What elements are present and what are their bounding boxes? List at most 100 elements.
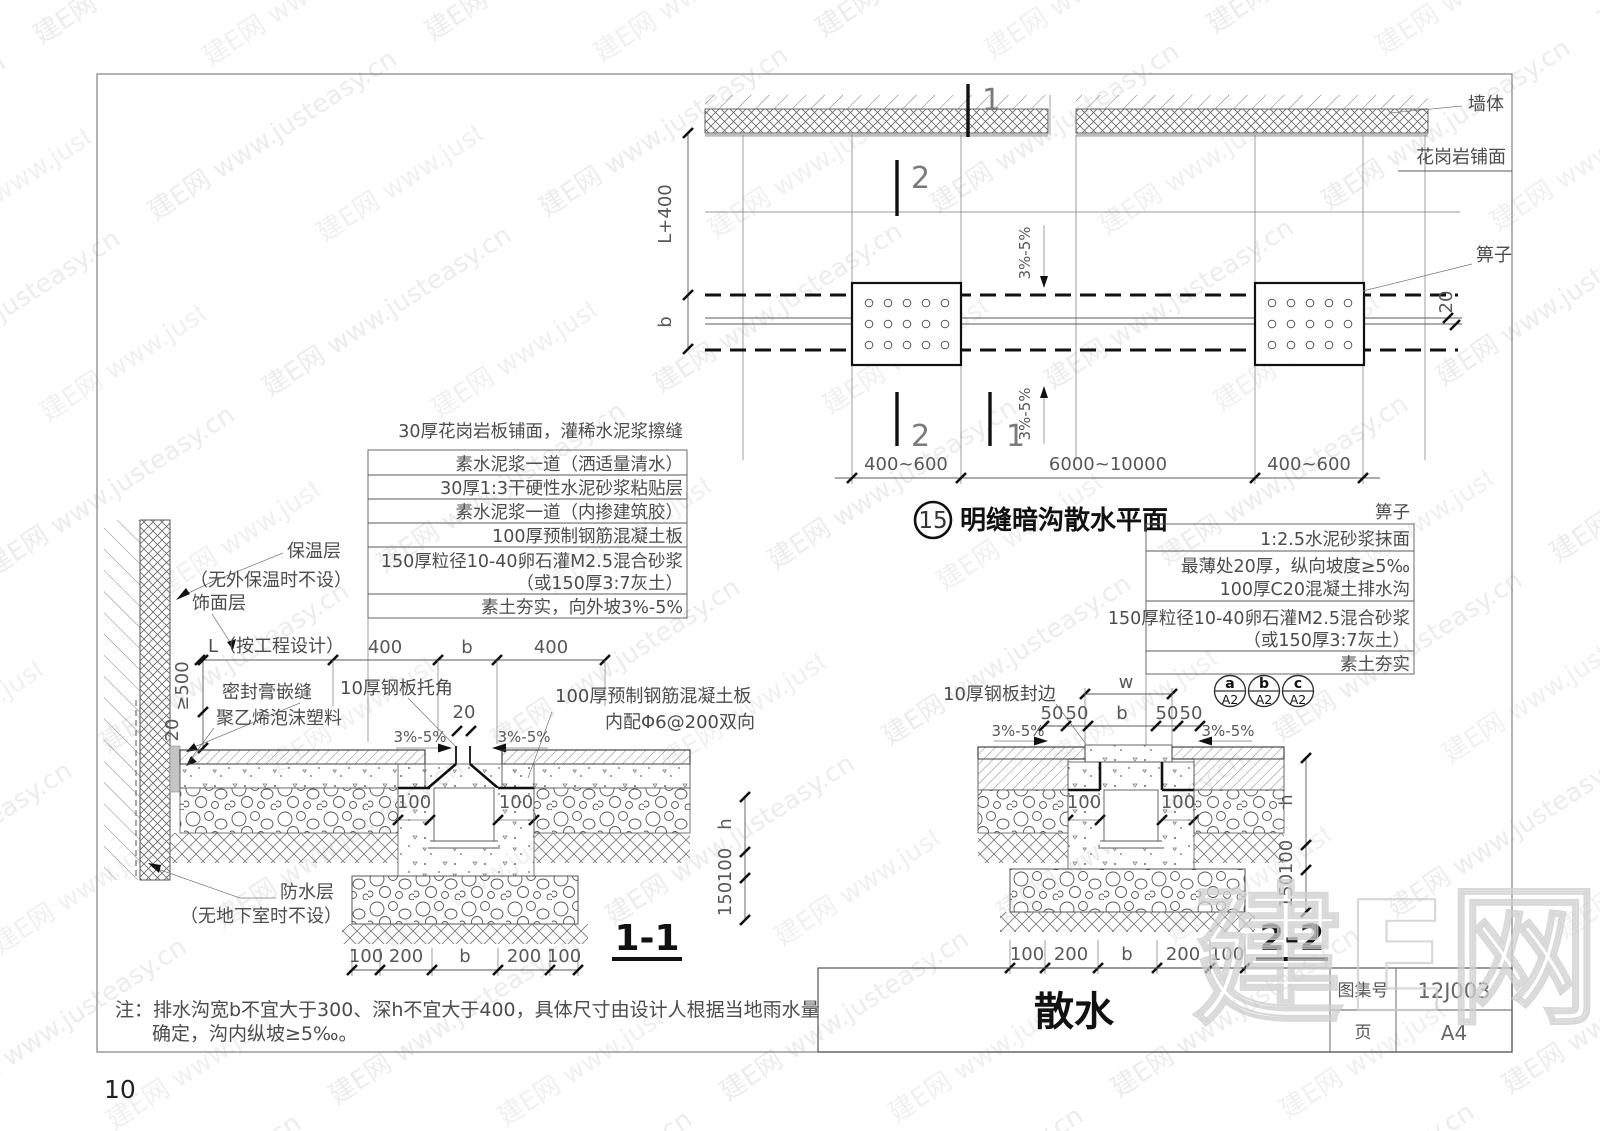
dim-200: 200: [389, 946, 423, 967]
section-2-2: 箅子 1:2.5水泥砂浆抹面 最薄处20厚，纵向坡度≥5‰ 100厚C20混凝土…: [943, 503, 1415, 974]
foam-label: 聚乙烯泡沫塑料: [216, 708, 342, 729]
s1-wall: [104, 519, 181, 881]
tag-sheet: A2: [1290, 692, 1307, 707]
page-number: 10: [104, 1075, 136, 1104]
dim-b: b: [1121, 944, 1132, 965]
dim-500: ≥500: [172, 661, 193, 710]
steel-angle-label: 10厚钢板托角: [340, 678, 453, 699]
section-1-1: 30厚花岗岩板铺面，灌稀水泥浆擦缝 素水泥浆一道（洒适量清水） 30厚1:3干硬…: [104, 422, 755, 976]
s2-slope-left: 3%-5%: [991, 722, 1048, 746]
s2-detail-tags: a A2 b A2 c A2: [1213, 674, 1315, 708]
plan-number: 15: [918, 508, 947, 534]
s1-right-dims: h 100 150: [715, 791, 751, 926]
s1-row: 150厚粒径10-40卵石灌M2.5混合砂浆: [381, 552, 683, 572]
waterproof-label: 防水层: [280, 882, 334, 903]
insulation-label: 保温层: [287, 541, 341, 562]
s1-wall-labels: 保温层 （无外保温时不设） 饰面层 密封膏嵌缝 聚乙烯泡沫塑料 防水层 （无地下…: [148, 541, 352, 927]
slope-label: 3%-5%: [1016, 387, 1034, 440]
dim-20: 20: [1436, 291, 1457, 314]
slot-dim-20: 20: [453, 702, 476, 723]
s1-layer-box: 30厚花岗岩板铺面，灌稀水泥浆擦缝 素水泥浆一道（洒适量清水） 30厚1:3干硬…: [367, 422, 688, 742]
wall-label: 墙体: [1468, 94, 1504, 115]
dim-50: 50: [1180, 703, 1203, 724]
atlas-no-label: 图集号: [1338, 981, 1389, 1001]
dim-grate-right: 400~600: [1267, 454, 1351, 475]
s2-grate-label: 箅子: [1375, 503, 1410, 523]
detail-tag-c: c A2: [1281, 674, 1315, 708]
waterproof-note: （无地下室时不设）: [180, 906, 342, 927]
dim-L-label: L（按工程设计）: [208, 636, 344, 657]
s1-row: 100厚预制钢筋混凝土板: [492, 527, 683, 547]
page-label: 页: [1355, 1023, 1372, 1043]
plan-view: 1 2 2 1 3%-5% 3%-5% L+400 b: [655, 83, 1512, 540]
detail-tag-a: a A2: [1213, 674, 1247, 708]
dim-100: 100: [1010, 944, 1044, 965]
slope-label: 3%-5%: [1016, 226, 1034, 279]
s2-structure: 100 100: [977, 744, 1285, 932]
paving-label: 花岗岩铺面: [1416, 147, 1506, 168]
s1-row: 30厚1:3干硬性水泥砂浆粘贴层: [440, 479, 683, 499]
slab-label-2: 内配Φ6@200双向: [605, 712, 755, 733]
s1-row: 素水泥浆一道（洒适量清水）: [456, 455, 684, 475]
plan-left-dim: L+400 b: [655, 127, 694, 355]
s2-layer-box: 箅子 1:2.5水泥砂浆抹面 最薄处20厚，纵向坡度≥5‰ 100厚C20混凝土…: [1108, 503, 1415, 745]
s2-right-dims: h 100 150: [1276, 752, 1312, 918]
plan-right-dim: 20: [1436, 291, 1461, 331]
plan-title-text: 明缝暗沟散水平面: [960, 505, 1168, 536]
dim-20: 20: [162, 719, 183, 742]
mark-2-bottom: 2: [911, 419, 930, 454]
mark-2-top: 2: [911, 161, 930, 196]
s2-row: 素土夯实: [1340, 655, 1410, 675]
grate-right: [1253, 281, 1366, 367]
dim-b: b: [655, 316, 676, 327]
finish-label: 饰面层: [192, 593, 246, 614]
plan-slope-bottom: 3%-5%: [1016, 386, 1048, 444]
wall-dim-100: 100: [1161, 792, 1195, 813]
dim-100: 100: [349, 946, 383, 967]
plan-title: 15 明缝暗沟散水平面: [913, 500, 1168, 540]
section-name-2-2: 2-2: [1259, 918, 1324, 959]
watermark-big: 建E网: [1192, 869, 1600, 1046]
slab-label-1: 100厚预制钢筋混凝土板: [555, 686, 751, 707]
section-name-1-1: 1-1: [614, 918, 679, 959]
dim-50: 50: [1156, 703, 1179, 724]
dim-200: 200: [507, 946, 541, 967]
dim-b: b: [461, 637, 472, 658]
dim-200: 200: [1166, 944, 1200, 965]
tag-sheet: A2: [1222, 692, 1239, 707]
s1-name: 1-1: [612, 918, 682, 961]
slope-label: 3%-5%: [1201, 722, 1254, 740]
slope-label: 3%-5%: [497, 728, 550, 746]
dim-150: 150: [715, 882, 736, 916]
s2-name: 2-2: [1256, 918, 1328, 961]
mark-1-top: 1: [982, 83, 1001, 118]
tag-letter: a: [1225, 676, 1234, 692]
dim-h: h: [1276, 794, 1297, 805]
s1-row: 素土夯实，向外坡3%-5%: [481, 598, 683, 618]
wall-dim-100: 100: [499, 792, 533, 813]
sheet-title: 散水: [1034, 989, 1115, 1035]
dim-b: b: [459, 946, 470, 967]
s1-left-dims: ≥500 20: [162, 654, 209, 754]
dim-span: 6000~10000: [1049, 454, 1167, 475]
wall-dim-100: 100: [1067, 792, 1101, 813]
insulation-note: （无外保温时不设）: [190, 570, 352, 591]
steel-edge-label: 10厚钢板封边: [943, 684, 1056, 705]
note-line-1: 注：排水沟宽b不宜大于300、深h不宜大于400，具体尺寸由设计人根据当地雨水量: [115, 999, 820, 1021]
dim-100: 100: [1276, 840, 1297, 874]
dim-150: 150: [1276, 874, 1297, 908]
dim-w: w: [1119, 672, 1134, 693]
s1-bottom-dims: 100 200 b 200 100: [346, 946, 584, 976]
grate-label: 箅子: [1476, 245, 1512, 266]
dim-50: 50: [1041, 703, 1064, 724]
s2-row: （或150厚3:7灰土）: [1243, 631, 1410, 651]
dim-100: 100: [715, 848, 736, 882]
s1-row: （或150厚3:7灰土）: [516, 574, 683, 594]
s1-slope-left: 3%-5%: [393, 728, 452, 753]
tag-letter: b: [1259, 676, 1269, 692]
dim-grate-left: 400~600: [864, 454, 948, 475]
note: 注：排水沟宽b不宜大于300、深h不宜大于400，具体尺寸由设计人根据当地雨水量…: [115, 999, 820, 1045]
page-value: A4: [1441, 1021, 1467, 1045]
